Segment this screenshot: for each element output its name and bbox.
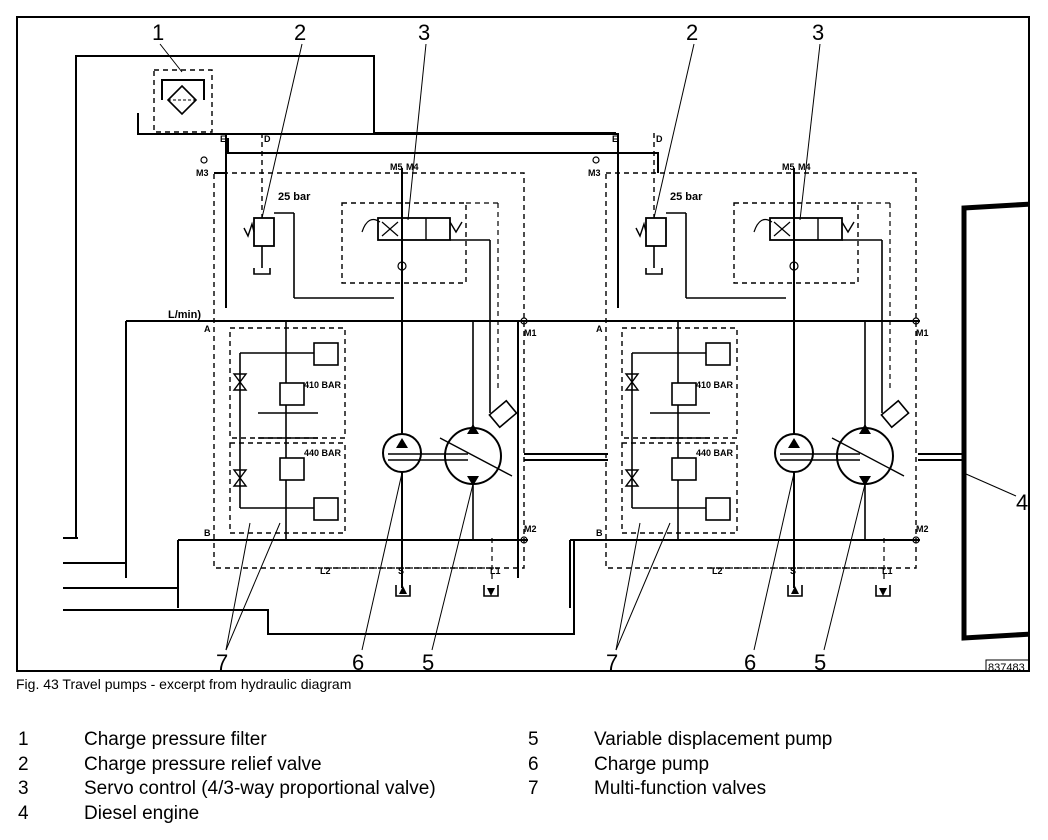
port-l1-2: L1 [882, 566, 893, 576]
legend-item: 5 Variable displacement pump [528, 728, 832, 753]
callout-7: 7 [216, 650, 228, 672]
callout-4: 4 [1016, 490, 1028, 515]
port-l2: L2 [320, 566, 331, 576]
port-e-2: E [612, 134, 618, 144]
port-m5-2: M5 [782, 162, 795, 172]
hydraulic-diagram: 1 2 3 2 3 4 7 6 5 7 6 5 25 bar 25 bar L/… [16, 16, 1030, 672]
port-b-2: B [596, 528, 603, 538]
port-d: D [264, 134, 271, 144]
port-a-2: A [596, 324, 603, 334]
port-m3: M3 [196, 168, 209, 178]
callout-3: 3 [418, 20, 430, 45]
legend-num: 4 [18, 802, 29, 824]
port-b: B [204, 528, 211, 538]
legend-text: Charge pump [594, 753, 710, 775]
port-m1-2: M1 [916, 328, 929, 338]
port-m4-2: M4 [798, 162, 811, 172]
port-m3-2: M3 [588, 168, 601, 178]
port-s-2: S [790, 566, 796, 576]
port-m5: M5 [390, 162, 403, 172]
callout-5: 5 [422, 650, 434, 672]
mfv-440-label-2: 440 BAR [696, 448, 734, 458]
pressure-label-2: 25 bar [670, 191, 703, 203]
port-m2: M2 [524, 524, 537, 534]
figure-caption: Fig. 43 Travel pumps - excerpt from hydr… [16, 676, 352, 692]
callout-2: 2 [294, 20, 306, 45]
legend-num: 3 [18, 778, 29, 799]
mfv-410-label: 410 BAR [304, 380, 342, 390]
port-e: E [220, 134, 226, 144]
callout-7b: 7 [606, 650, 618, 672]
legend-num: 2 [18, 753, 29, 775]
port-s: S [398, 566, 404, 576]
legend-text: Multi-function valves [594, 778, 767, 799]
legend-text: Charge pressure filter [84, 729, 267, 750]
legend-item: 3 Servo control (4/3-way proportional val… [18, 777, 436, 802]
port-a: A [204, 324, 211, 334]
callout-5b: 5 [814, 650, 826, 672]
legend-item: 2 Charge pressure relief valve [18, 753, 436, 778]
callout-6: 6 [352, 650, 364, 672]
legend-text: Charge pressure relief valve [84, 753, 322, 775]
port-m4: M4 [406, 162, 419, 172]
mfv-440-label: 440 BAR [304, 448, 342, 458]
callout-3b: 3 [812, 20, 824, 45]
legend-item: 6 Charge pump [528, 753, 832, 778]
port-l2-2: L2 [712, 566, 723, 576]
mfv-410-label-2: 410 BAR [696, 380, 734, 390]
legend-text: Diesel engine [84, 802, 200, 824]
legend-right: 5 Variable displacement pump 6 Charge pump… [528, 728, 832, 802]
port-m1: M1 [524, 328, 537, 338]
legend-num: 5 [528, 729, 539, 750]
callout-6b: 6 [744, 650, 756, 672]
port-m2-2: M2 [916, 524, 929, 534]
legend-item: 1 Charge pressure filter [18, 728, 436, 753]
legend-left: 1 Charge pressure filter 2 Charge pressure… [18, 728, 436, 826]
flow-label: L/min) [168, 309, 201, 321]
legend-num: 7 [528, 778, 539, 799]
drawing-id: 837483 [988, 662, 1025, 672]
legend-item: 4 Diesel engine [18, 802, 436, 827]
legend-num: 1 [18, 729, 29, 750]
port-d-2: D [656, 134, 663, 144]
legend-text: Variable displacement pump [594, 729, 833, 750]
callout-2b: 2 [686, 20, 698, 45]
legend-num: 6 [528, 753, 539, 775]
callout-1: 1 [152, 20, 164, 45]
pressure-label: 25 bar [278, 191, 311, 203]
legend-text: Servo control (4/3-way proportional valv… [84, 778, 436, 799]
port-l1: L1 [490, 566, 501, 576]
legend-item: 7 Multi-function valves [528, 777, 832, 802]
